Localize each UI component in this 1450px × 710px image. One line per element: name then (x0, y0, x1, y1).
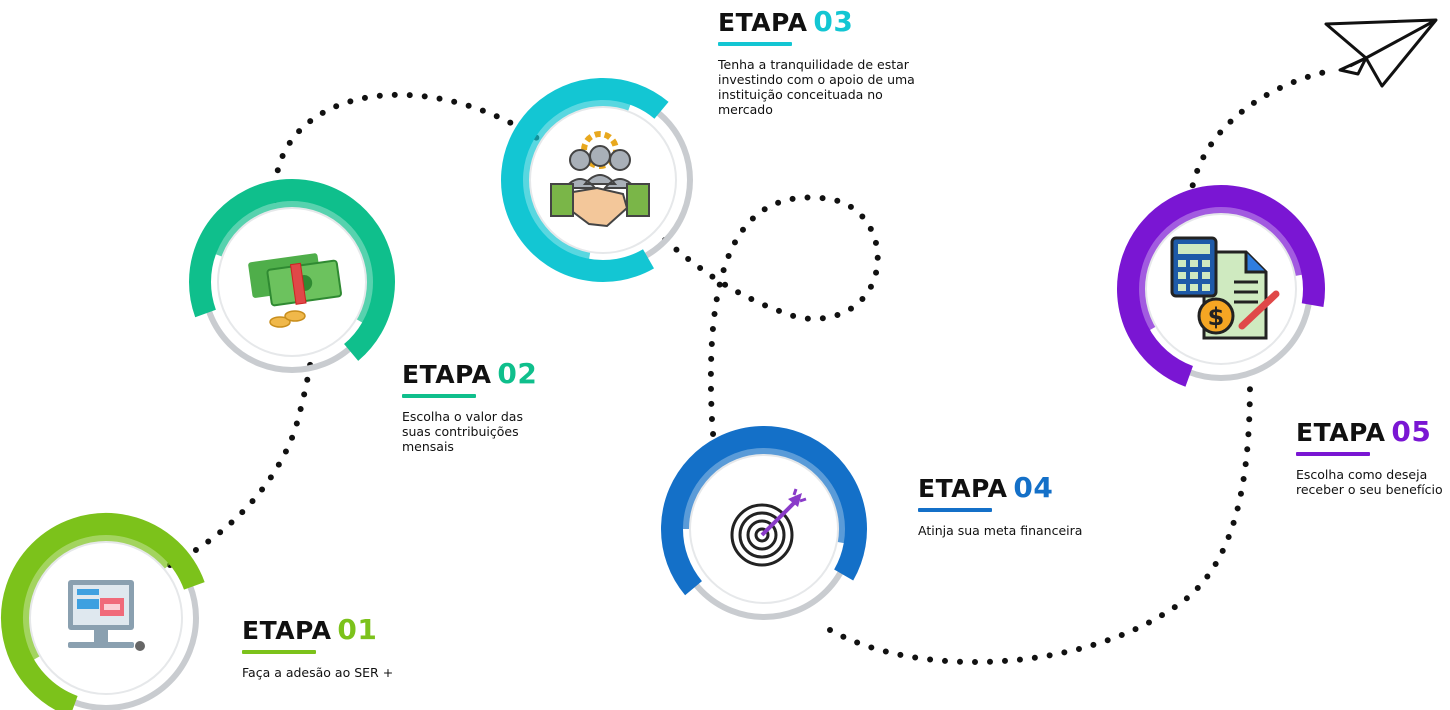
step-underline (1296, 452, 1370, 456)
step-ring-2 (189, 179, 395, 373)
step-description: Tenha a tranquilidade de estar investind… (718, 57, 915, 117)
step-label: ETAPA (1296, 418, 1386, 447)
money-icon (248, 253, 342, 328)
step-label: ETAPA (918, 474, 1008, 503)
step-description: Faça a adesão ao SER + (242, 665, 394, 680)
step-label: ETAPA (402, 360, 492, 389)
step-underline (718, 42, 792, 46)
step-description: Escolha o valor das suas contribuições m… (402, 409, 523, 454)
step-number: 03 (813, 5, 854, 38)
step-number: 01 (337, 613, 378, 646)
target-icon (730, 488, 807, 567)
paper-plane-icon (1324, 18, 1438, 88)
computer-icon (68, 580, 145, 651)
step-number: 02 (497, 357, 538, 390)
step-label: ETAPA (718, 8, 808, 37)
handshake-team-icon (550, 131, 650, 228)
step-number: 05 (1391, 415, 1432, 448)
step-description: Escolha como deseja receber o seu benefí… (1296, 467, 1443, 497)
calculator-document-icon: $ (1170, 236, 1280, 340)
step-underline (242, 650, 316, 654)
step-number: 04 (1013, 471, 1054, 504)
step-underline (918, 508, 992, 512)
step-underline (402, 394, 476, 398)
svg-text:$: $ (1208, 303, 1225, 331)
step-label: ETAPA (242, 616, 332, 645)
step-description: Atinja sua meta financeira (918, 523, 1083, 538)
